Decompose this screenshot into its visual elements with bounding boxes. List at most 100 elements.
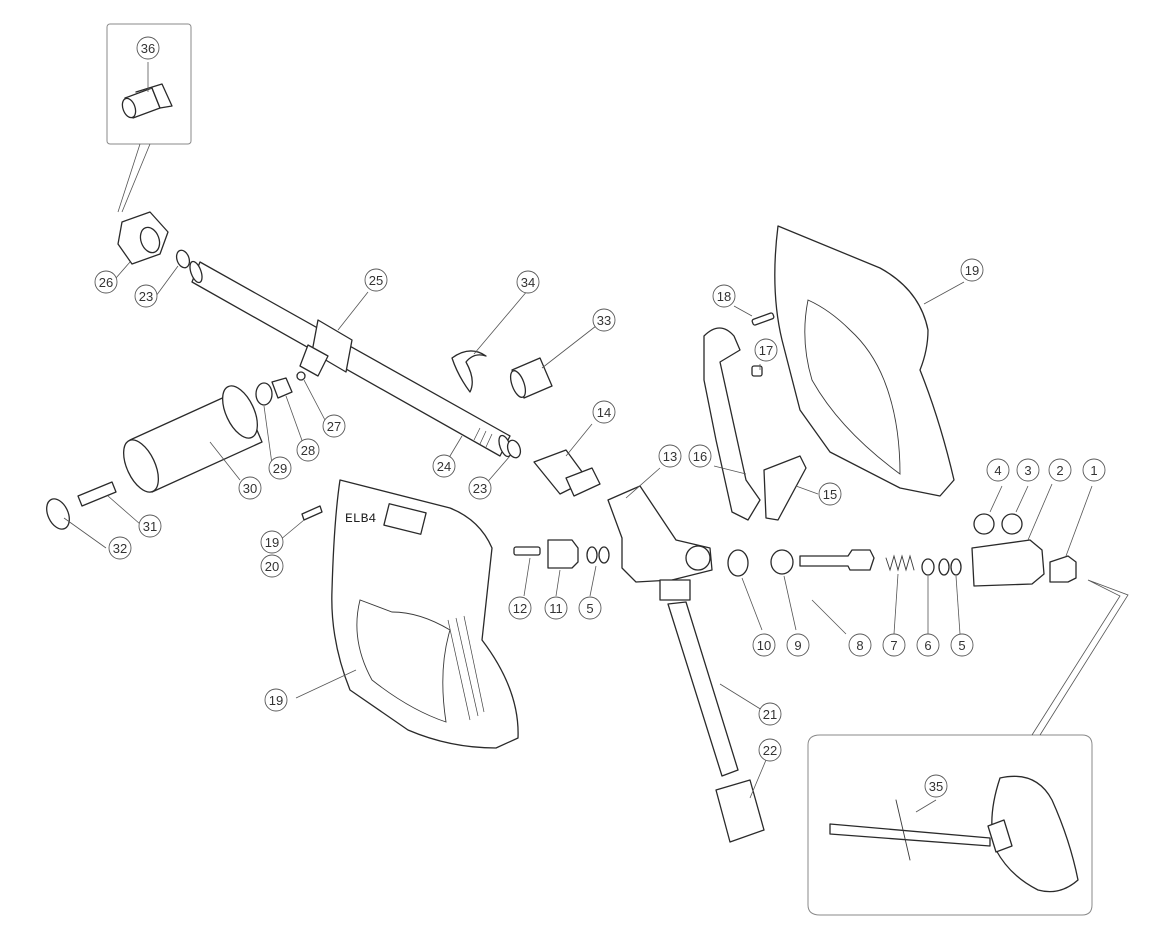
callout-14: 14 — [592, 400, 616, 424]
callout-number: 6 — [924, 638, 931, 653]
nozzle-part — [1049, 555, 1077, 583]
callout-number: 30 — [243, 481, 257, 496]
trigger-part — [703, 327, 761, 521]
callout-circle — [578, 596, 602, 620]
inset-leader-adapter — [117, 143, 151, 213]
latch-part — [763, 455, 807, 521]
washer-part — [255, 382, 273, 406]
callout-circle — [1016, 458, 1040, 482]
callout-33: 33 — [592, 308, 616, 332]
screw-part — [301, 505, 323, 521]
handle-right-half-part — [774, 225, 955, 497]
callout-number: 21 — [763, 707, 777, 722]
callout-number: 13 — [663, 449, 677, 464]
callout-number: 4 — [994, 463, 1001, 478]
callout-circle — [268, 456, 292, 480]
callout-20: 20 — [260, 554, 284, 578]
callout-circle — [260, 530, 284, 554]
callout-circle — [786, 633, 810, 657]
callout-7: 7 — [882, 633, 906, 657]
hex-nut-part — [117, 211, 169, 265]
callout-circle — [758, 702, 782, 726]
callout-circle — [264, 688, 288, 712]
callout-23: 23 — [468, 476, 492, 500]
callout-number: 18 — [717, 289, 731, 304]
pin-part — [513, 546, 541, 556]
callout-circle — [516, 270, 540, 294]
callout-number: 10 — [757, 638, 771, 653]
callout-circle — [592, 400, 616, 424]
extension-tube-part — [667, 601, 739, 777]
callout-19: 19 — [264, 688, 288, 712]
clip-part — [451, 350, 487, 393]
callout-22: 22 — [758, 738, 782, 762]
callout-circle — [1048, 458, 1072, 482]
callout-32: 32 — [108, 536, 132, 560]
callout-number: 25 — [369, 273, 383, 288]
callout-number: 17 — [759, 343, 773, 358]
o-ring-part — [506, 439, 522, 459]
callout-31: 31 — [138, 514, 162, 538]
callout-number: 15 — [823, 487, 837, 502]
callout-17: 17 — [754, 338, 778, 362]
lance-tube-part — [189, 260, 512, 458]
callout-number: 8 — [856, 638, 863, 653]
callout-26: 26 — [94, 270, 118, 294]
inset-frame-adapter — [106, 23, 192, 145]
callout-circle — [508, 596, 532, 620]
callout-circle — [134, 284, 158, 308]
o-ring-part — [586, 546, 598, 564]
callout-circle — [818, 482, 842, 506]
callout-circle — [108, 536, 132, 560]
callout-circle — [238, 476, 262, 500]
pin-part — [751, 312, 775, 326]
callout-circle — [754, 338, 778, 362]
callout-12: 12 — [508, 596, 532, 620]
callout-number: 34 — [521, 275, 535, 290]
bolt-part — [77, 481, 117, 507]
callout-circle — [364, 268, 388, 292]
hex-nut-small-part — [271, 377, 293, 399]
callout-27: 27 — [322, 414, 346, 438]
handle-marking: ELB4 — [345, 511, 376, 526]
callout-29: 29 — [268, 456, 292, 480]
callout-number: 22 — [763, 743, 777, 758]
callout-number: 19 — [269, 693, 283, 708]
valve-body-part — [607, 485, 713, 601]
callout-circle — [950, 633, 974, 657]
nozzle-housing-part — [971, 539, 1045, 587]
callout-number: 33 — [597, 313, 611, 328]
callout-number: 26 — [99, 275, 113, 290]
lance-with-grip-part — [829, 775, 1079, 893]
callout-number: 1 — [1090, 463, 1097, 478]
adapter-fitting-part — [121, 83, 173, 119]
callout-number: 9 — [794, 638, 801, 653]
callout-34: 34 — [516, 270, 540, 294]
callout-number: 19 — [965, 263, 979, 278]
callout-circle — [960, 258, 984, 282]
callout-number: 7 — [890, 638, 897, 653]
callout-18: 18 — [712, 284, 736, 308]
ball-part — [296, 371, 306, 381]
callout-36: 36 — [136, 36, 160, 60]
callout-24: 24 — [432, 454, 456, 478]
callout-number: 20 — [265, 559, 279, 574]
callout-23: 23 — [134, 284, 158, 308]
callout-4: 4 — [986, 458, 1010, 482]
callout-circle — [986, 458, 1010, 482]
callout-30: 30 — [238, 476, 262, 500]
leader-lines — [63, 62, 1093, 813]
callout-circle — [432, 454, 456, 478]
seal-ring-part — [770, 549, 794, 575]
callout-circle — [94, 270, 118, 294]
callout-circle — [712, 284, 736, 308]
o-ring-part — [973, 513, 995, 535]
callout-circle — [882, 633, 906, 657]
callout-10: 10 — [752, 633, 776, 657]
callout-1: 1 — [1082, 458, 1106, 482]
threaded-nipple-part — [509, 357, 553, 399]
inset-frame-lance — [807, 734, 1093, 916]
callout-13: 13 — [658, 444, 682, 468]
callout-number: 16 — [693, 449, 707, 464]
